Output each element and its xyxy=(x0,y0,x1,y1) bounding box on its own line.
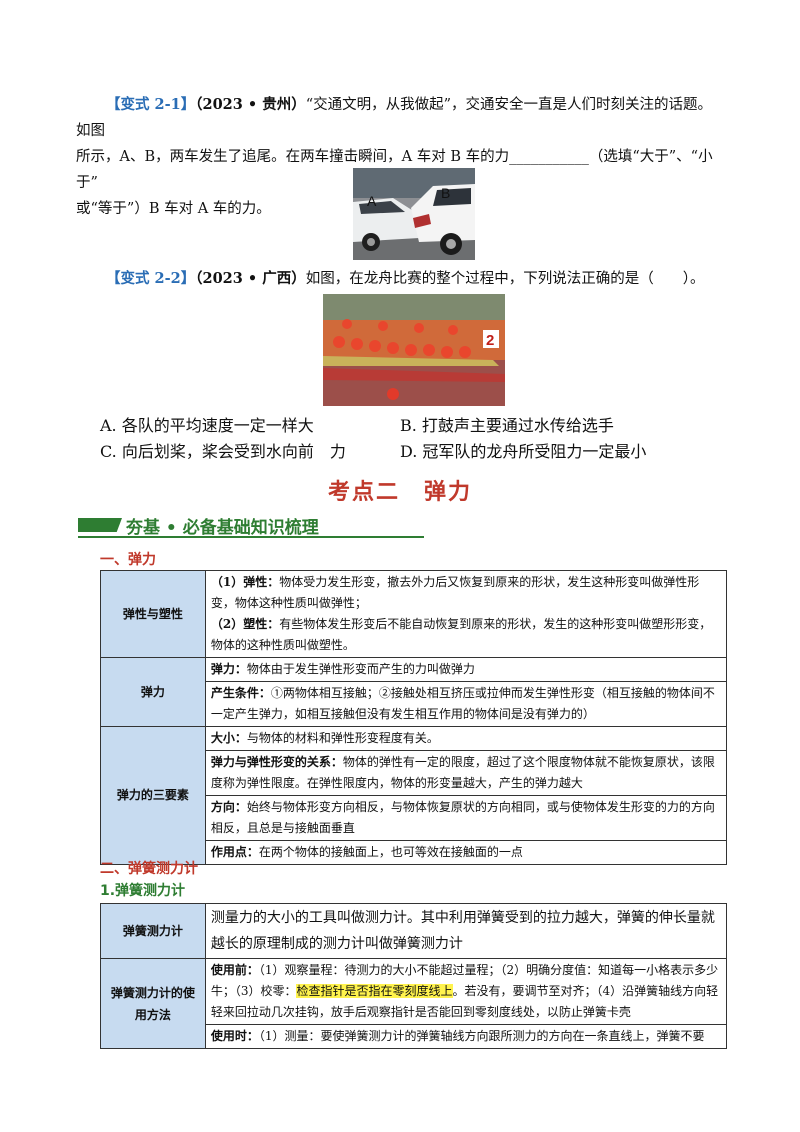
cell-magnitude: 大小：与物体的材料和弹性形变程度有关。 xyxy=(204,726,728,751)
section-title: 考点二 弹力 xyxy=(327,480,472,505)
term-point: 作用点： xyxy=(210,845,259,859)
cell-before-use: 使用前：（1）观察量程：待测力的大小不能超过量程；（2）明确分度值：知道每一小格… xyxy=(204,958,728,1025)
term-relation: 弹力与弹性形变的关系： xyxy=(210,755,343,769)
text-conditions: ①两物体相互接触；②接触处相互挤压或拉伸而发生弹性形变（相互接触的物体间不一定产… xyxy=(210,686,715,721)
question-2-1-line1: 【变式 2-1】（2023 • 贵州）“交通文明，从我做起”，交通安全一直是人们… xyxy=(76,92,726,144)
cell-conditions: 产生条件：①两物体相互接触；②接触处相互挤压或拉伸而发生弹性形变（相互接触的物体… xyxy=(204,681,728,727)
car-collision-photo: A B xyxy=(353,168,475,260)
question-2-1-line2: 所示，A、B，两车发生了追尾。在两车撞击瞬间，A 车对 B 车的力_______… xyxy=(76,149,713,191)
section-heading-elastic-force: 一、弹力 xyxy=(100,552,156,568)
text-elastic-force: 物体由于发生弹性形变而产生的力叫做弹力 xyxy=(246,662,475,676)
question-2-2: 【变式 2-2】（2023 • 广西）如图，在龙舟比赛的整个过程中，下列说法正确… xyxy=(76,266,726,292)
question-2-2-line1: 【变式 2-2】（2023 • 广西）如图，在龙舟比赛的整个过程中，下列说法正确… xyxy=(76,266,726,292)
car-b-label: B xyxy=(441,185,450,201)
text-point: 在两个物体的接触面上，也可等效在接触面的一点 xyxy=(258,845,523,859)
spring-scale-table: 弹簧测力计 测量力的大小的工具叫做测力计。其中利用弹簧受到的拉力越大，弹簧的伸长… xyxy=(100,903,728,1049)
cell-during-use: 使用时：（1）测量：要使弹簧测力计的弹簧轴线方向跟所测力的方向在一条直线上，弹簧… xyxy=(204,1024,728,1049)
option-b[interactable]: B. 打鼓声主要通过水传给选手 xyxy=(400,416,614,435)
term-conditions: 产生条件： xyxy=(210,686,271,700)
text-before-use-1: （1）观察量程：待测力的大小不能超过量程；（2）明确分度值：知道每一小格表示多少… xyxy=(210,963,719,998)
text-elasticity: 物体受力发生形变，撤去外力后又恢复到原来的形状，发生这种形变叫做弹性形变，物体这… xyxy=(210,575,700,610)
term-magnitude: 大小： xyxy=(210,731,247,745)
car-collision-illustration: A B xyxy=(353,168,475,260)
elasticity-definition: （1）弹性：物体受力发生形变，撤去外力后又恢复到原来的形状，发生这种形变叫做弹性… xyxy=(211,572,721,614)
term-elasticity: （1）弹性： xyxy=(210,575,280,589)
question-tag: 【变式 2-2】 xyxy=(106,270,196,287)
option-c[interactable]: C. 向后划桨，桨会受到水向前 力 xyxy=(100,442,346,461)
cell-spring-scale-definition: 测量力的大小的工具叫做测力计。其中利用弹簧受到的拉力越大，弹簧的伸长量就越长的原… xyxy=(204,903,728,959)
dragon-boat-illustration: 2 xyxy=(323,294,505,406)
cell-elastic-force-definition: 弹力：物体由于发生弹性形变而产生的力叫做弹力 xyxy=(204,657,728,682)
row-head-spring-scale: 弹簧测力计 xyxy=(100,903,206,959)
question-source: （2023 • 贵州） xyxy=(195,96,306,113)
elastic-force-table: 弹性与塑性 （1）弹性：物体受力发生形变，撤去外力后又恢复到原来的形状，发生这种… xyxy=(100,570,728,865)
row-head-elasticity-plasticity: 弹性与塑性 xyxy=(100,570,206,658)
question-text: 如图，在龙舟比赛的整个过程中，下列说法正确的是（ ）。 xyxy=(305,271,705,287)
car-a-label: A xyxy=(367,193,377,209)
cell-point: 作用点：在两个物体的接触面上，也可等效在接触面的一点 xyxy=(204,840,728,865)
dragon-boat-photo: 2 xyxy=(323,294,505,406)
term-elastic-force: 弹力： xyxy=(210,662,247,676)
banner-bar xyxy=(78,518,122,532)
highlighted-text: 检查指针是否指在零刻度线上 xyxy=(296,984,453,998)
knowledge-banner: 夯基 • 必备基础知识梳理 xyxy=(78,512,424,538)
text-during-use: （1）测量：要使弹簧测力计的弹簧轴线方向跟所测力的方向在一条直线上，弹簧不要 xyxy=(258,1029,705,1043)
plasticity-definition: （2）塑性：有些物体发生形变后不能自动恢复到原来的形状，发生的这种形变叫做塑形形… xyxy=(211,614,721,656)
subsection-heading-spring-scale: 1.弹簧测力计 xyxy=(100,883,186,899)
text-direction: 始终与物体形变方向相反，与物体恢复原状的方向相同，或与使物体发生形变的力的方向相… xyxy=(210,800,715,835)
option-d[interactable]: D. 冠军队的龙舟所受阻力一定最小 xyxy=(400,442,647,461)
cell-relation: 弹力与弹性形变的关系：物体的弹性有一定的限度，超过了这个限度物体就不能恢复原状，… xyxy=(204,750,728,796)
cell-direction: 方向：始终与物体形变方向相反，与物体恢复原状的方向相同，或与使物体发生形变的力的… xyxy=(204,795,728,841)
term-before-use: 使用前： xyxy=(210,963,259,977)
term-during-use: 使用时： xyxy=(210,1029,259,1043)
section-heading-spring-scale: 二、弹簧测力计 xyxy=(100,861,198,877)
text-plasticity: 有些物体发生形变后不能自动恢复到原来的形状，发生的这种形变叫做塑形形变，物体的这… xyxy=(210,617,712,652)
cell-elasticity-plasticity: （1）弹性：物体受力发生形变，撤去外力后又恢复到原来的形状，发生这种形变叫做弹性… xyxy=(204,570,728,658)
question-2-1-line3: 或“等于”）B 车对 A 车的力。 xyxy=(76,201,271,217)
row-head-elastic-force: 弹力 xyxy=(100,657,206,727)
text-before-use-2: 。若没有，要调节至对齐；（4）沿弹簧轴线方向轻轻来回拉动几次挂钩，放手后观察指针… xyxy=(210,984,719,1019)
row-head-usage: 弹簧测力计的使用方法 xyxy=(100,958,206,1049)
question-tag: 【变式 2-1】 xyxy=(106,96,196,113)
banner-underline xyxy=(78,536,424,538)
row-head-three-elements: 弹力的三要素 xyxy=(100,726,206,865)
term-plasticity: （2）塑性： xyxy=(210,617,280,631)
question-source: （2023 • 广西） xyxy=(195,270,306,287)
text-relation: 物体的弹性有一定的限度，超过了这个限度物体就不能恢复原状，该限度称为弹性限度。在… xyxy=(210,755,715,790)
term-direction: 方向： xyxy=(210,800,247,814)
banner-text: 夯基 • 必备基础知识梳理 xyxy=(126,518,319,538)
question-text: “交通文明，从我做起”，交通安全一直是人们时刻关注的话题。如图 xyxy=(76,97,713,139)
question-2-1: 【变式 2-1】（2023 • 贵州）“交通文明，从我做起”，交通安全一直是人们… xyxy=(76,92,726,222)
boat-number: 2 xyxy=(486,332,494,349)
option-a[interactable]: A. 各队的平均速度一定一样大 xyxy=(100,416,314,435)
text-magnitude: 与物体的材料和弹性形变程度有关。 xyxy=(246,731,439,745)
